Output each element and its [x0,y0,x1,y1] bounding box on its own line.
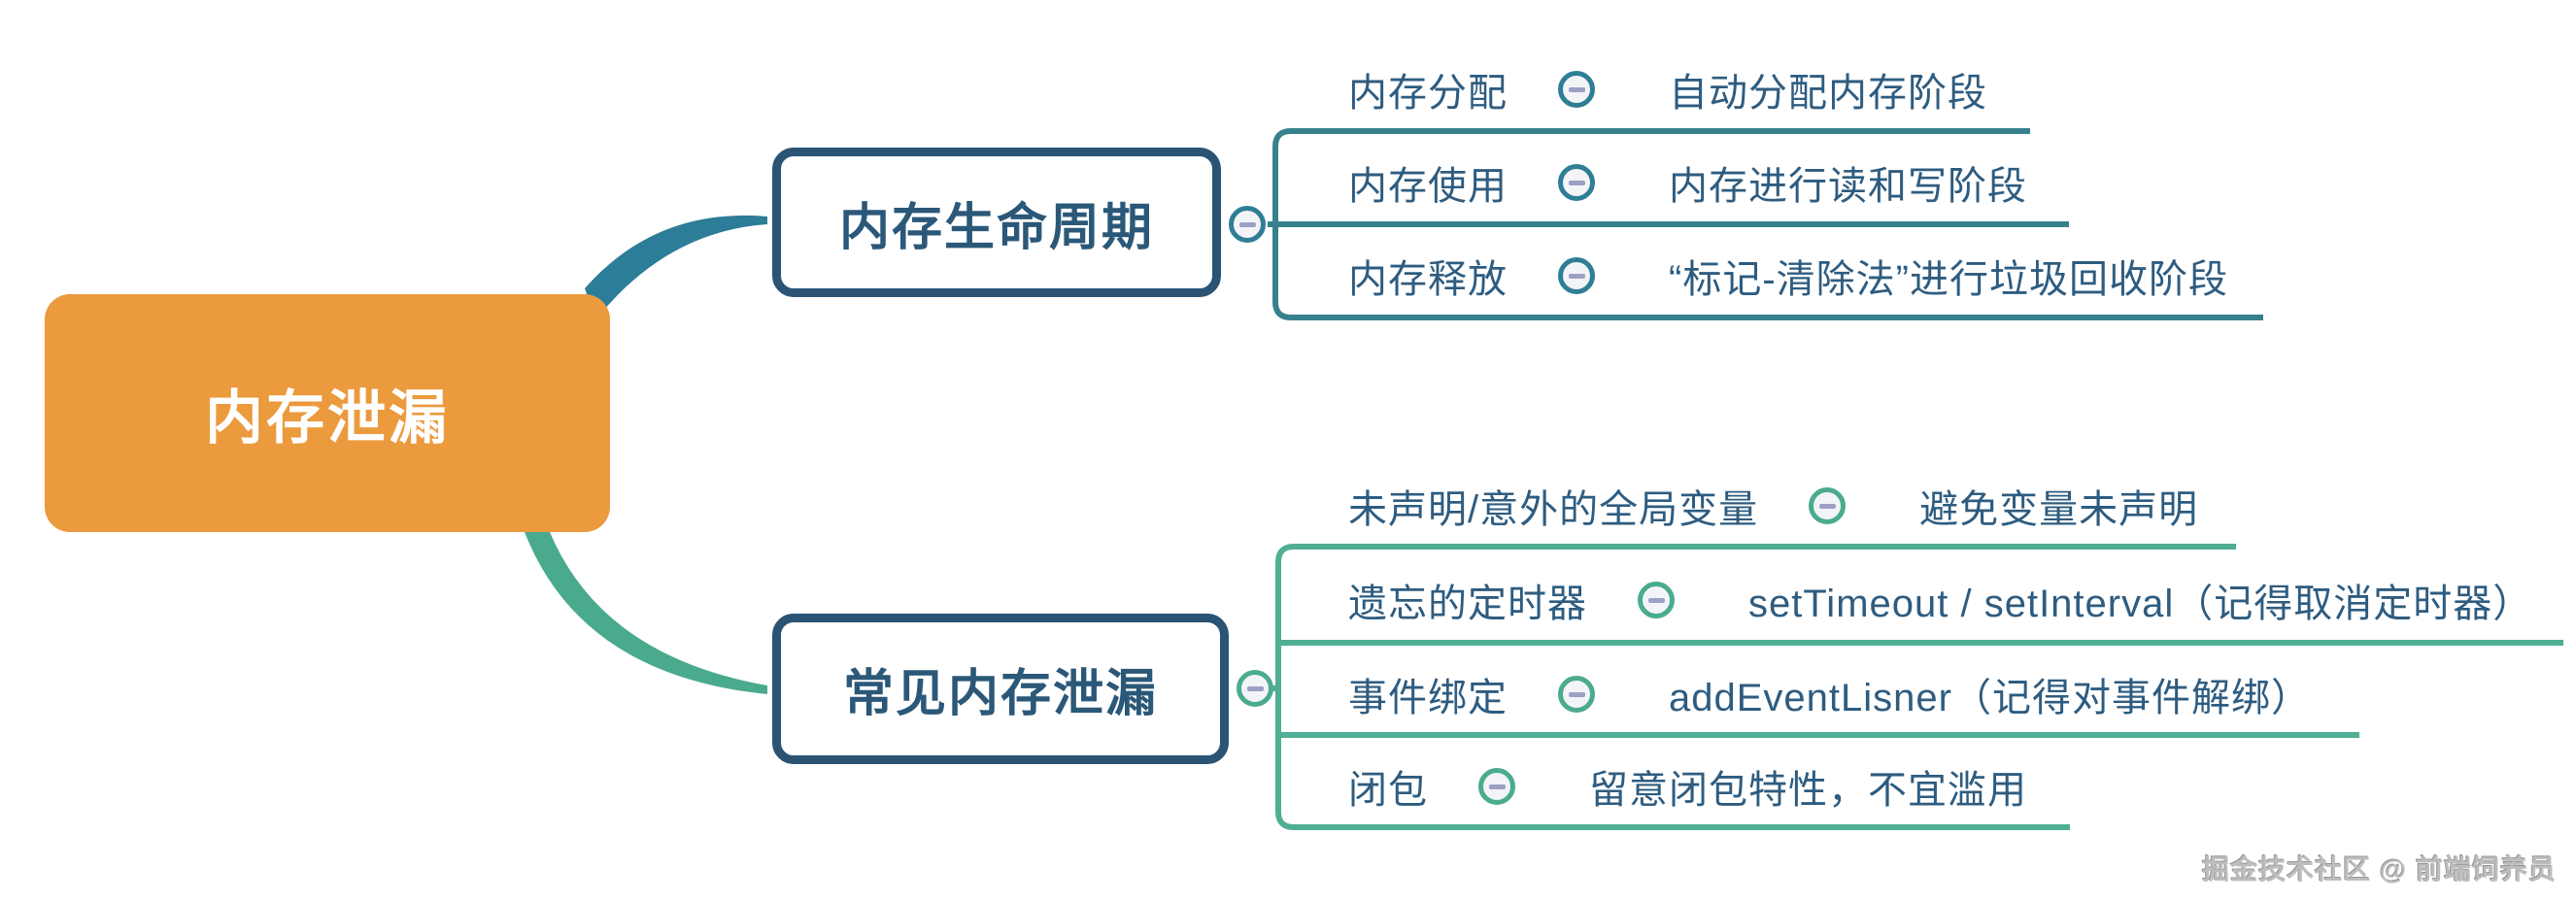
collapse-toggle[interactable] [1809,487,1847,524]
child-node-memory-use[interactable]: 内存使用 内存进行读和写阶段 [1348,153,2027,212]
child-node-note[interactable]: 内存进行读和写阶段 [1669,165,2027,208]
child-node-label[interactable]: 内存使用 [1348,165,1508,208]
child-node-label[interactable]: 遗忘的定时器 [1348,583,1587,625]
child-node-undeclared-globals[interactable]: 未声明/意外的全局变量 避免变量未声明 [1348,477,2198,535]
collapse-toggle[interactable] [1638,582,1675,618]
minus-icon [1568,691,1585,697]
child-node-note[interactable]: 自动分配内存阶段 [1669,72,1987,115]
collapse-toggle-memory-lifecycle[interactable] [1229,206,1266,243]
node-memory-lifecycle[interactable]: 内存生命周期 [772,148,1221,297]
child-node-note[interactable]: addEventLisner（记得对事件解绑） [1669,677,2311,719]
child-node-note[interactable]: 避免变量未声明 [1919,488,2199,531]
child-node-label[interactable]: 内存释放 [1348,258,1508,301]
collapse-toggle[interactable] [1478,768,1515,805]
minus-icon [1488,784,1506,789]
collapse-toggle[interactable] [1558,71,1595,108]
child-node-label[interactable]: 内存分配 [1348,72,1508,115]
child-node-note[interactable]: “标记-清除法”进行垃圾回收阶段 [1669,258,2228,301]
branch-node-label: 内存生命周期 [838,200,1154,256]
watermark: 掘金技术社区 @ 前端饲养员 [2202,854,2557,884]
connector-root-to-common-leaks [525,532,767,694]
minus-icon [1246,685,1264,691]
child-node-label[interactable]: 闭包 [1348,769,1428,812]
child-node-note[interactable]: setTimeout / setInterval（记得取消定时器） [1748,583,2533,625]
node-root[interactable]: 内存泄漏 [45,294,610,532]
child-node-memory-release[interactable]: 内存释放 “标记-清除法”进行垃圾回收阶段 [1348,247,2228,305]
child-node-forgotten-timer[interactable]: 遗忘的定时器 setTimeout / setInterval（记得取消定时器） [1348,571,2532,629]
minus-icon [1568,86,1585,92]
child-node-event-binding[interactable]: 事件绑定 addEventLisner（记得对事件解绑） [1348,665,2311,723]
minus-icon [1647,597,1665,603]
branch-node-label: 常见内存泄漏 [842,667,1158,722]
connector-root-to-lifecycle [585,215,767,317]
root-node-label: 内存泄漏 [205,385,450,450]
minus-icon [1568,180,1585,185]
collapse-toggle[interactable] [1558,257,1595,294]
collapse-toggle[interactable] [1558,164,1595,201]
child-node-label[interactable]: 事件绑定 [1348,677,1508,719]
minus-icon [1238,221,1256,227]
collapse-toggle-common-leaks[interactable] [1237,670,1273,707]
child-node-note[interactable]: 留意闭包特性，不宜滥用 [1589,769,2027,812]
collapse-toggle[interactable] [1558,676,1595,713]
child-node-label[interactable]: 未声明/意外的全局变量 [1348,488,1759,531]
minus-icon [1818,503,1836,509]
child-node-closure[interactable]: 闭包 留意闭包特性，不宜滥用 [1348,757,2027,816]
node-common-leaks[interactable]: 常见内存泄漏 [772,614,1229,764]
minus-icon [1568,273,1585,279]
child-node-memory-allocation[interactable]: 内存分配 自动分配内存阶段 [1348,60,1987,118]
